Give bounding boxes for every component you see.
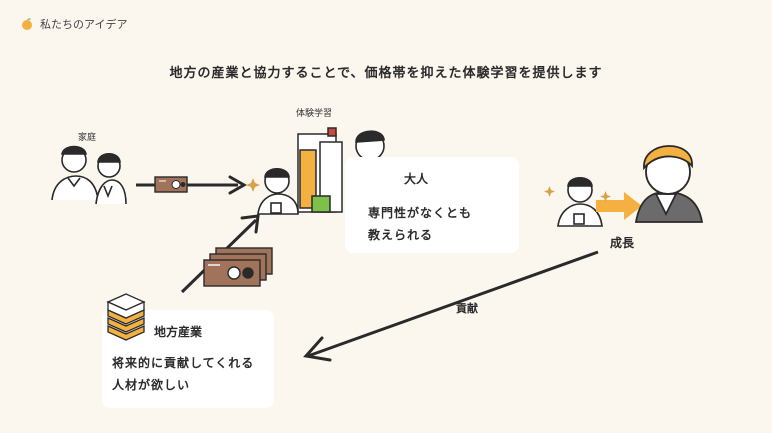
books-illustration: [297, 127, 343, 213]
adult-card-bg: [345, 157, 519, 253]
sparkle-growth-icon: [544, 186, 611, 202]
building-stack-icon: [106, 293, 146, 341]
industry-line-2: 人材が欲しい: [112, 378, 191, 392]
adult-line-2: 教えられる: [368, 228, 434, 242]
child-illustration: [257, 167, 299, 215]
brand-logo-icon: [22, 18, 32, 30]
growth-label: 成長: [610, 236, 635, 250]
brand: 私たちのアイデア: [20, 16, 127, 32]
contribution-arrow: [303, 250, 599, 362]
industry-card-title: 地方産業: [154, 321, 202, 340]
family-illustration: [51, 145, 127, 205]
growth-arrow: [596, 192, 642, 220]
contribution-label: 貢献: [456, 302, 478, 315]
money-flow-arrow: [136, 175, 248, 195]
industry-title: 地方産業: [154, 325, 203, 339]
page-headline: 地方の産業と協力することで、価格帯を抑えた体験学習を提供します: [169, 66, 603, 81]
banknote-icon: [154, 176, 188, 193]
adult-line-1: 専門性がなくとも: [368, 206, 473, 220]
family-label: 家庭: [78, 133, 97, 143]
adult-card-title: 大人: [404, 168, 428, 187]
industry-line-1: 将来的に貢献してくれる: [112, 356, 255, 370]
adult-card-body: 専門性がなくとも 教えられる: [368, 202, 472, 246]
industry-card-bg: [102, 310, 274, 408]
grown-adult-illustration: [634, 145, 704, 223]
industry-card-body: 将来的に貢献してくれる 人材が欲しい: [112, 352, 254, 396]
brand-name: 私たちのアイデア: [40, 18, 128, 31]
banknotes-icon: [203, 247, 273, 287]
experience-label: 体験学習: [296, 109, 333, 119]
adult-title: 大人: [404, 172, 429, 186]
grown-child-illustration: [557, 176, 603, 227]
